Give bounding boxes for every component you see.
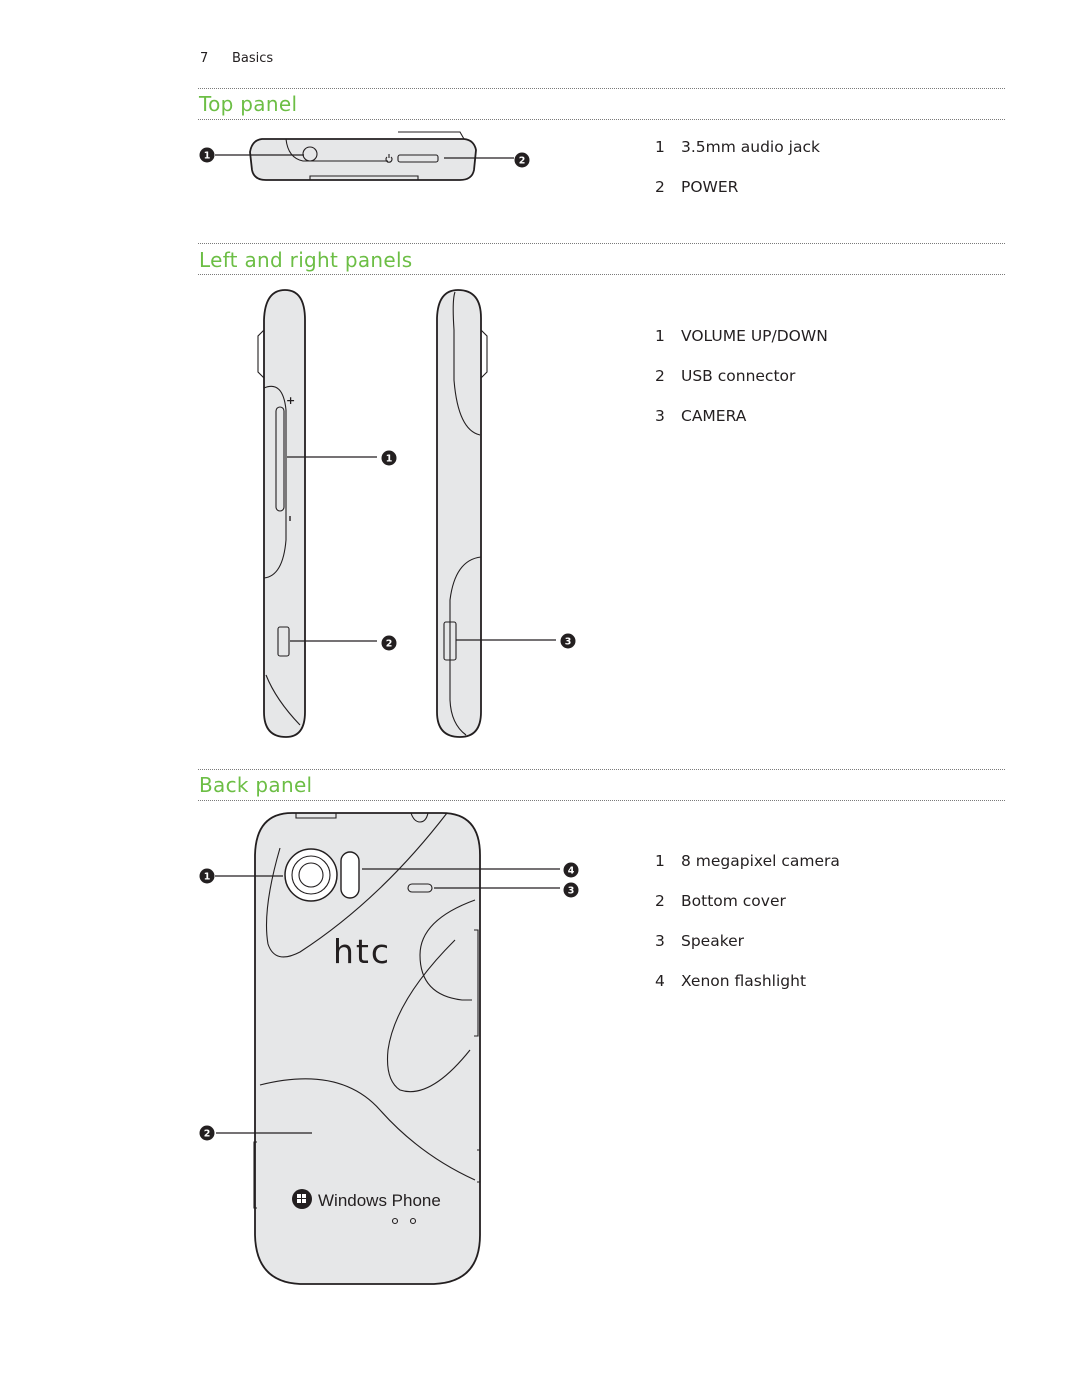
svg-text:3: 3: [565, 637, 572, 648]
callout-back-3: 3: [563, 882, 579, 898]
speaker-grille-icon: [407, 883, 433, 893]
svg-text:1: 1: [204, 151, 211, 162]
left-panel-illustration: + 1 2: [257, 289, 397, 738]
callout-side-1: 1: [381, 450, 397, 466]
section-title-side-panels: Left and right panels: [199, 248, 413, 272]
svg-text:2: 2: [204, 1129, 211, 1140]
svg-text:2: 2: [386, 639, 393, 650]
svg-text:2: 2: [519, 156, 526, 167]
windows-phone-logo: Windows Phone: [292, 1189, 441, 1210]
svg-text:Windows Phone: Windows Phone: [318, 1191, 441, 1210]
section-rule: [198, 119, 1005, 120]
usb-port-icon: [277, 626, 290, 657]
camera-lens-icon: [284, 848, 338, 902]
callout-top-1: 1: [199, 147, 215, 163]
callout-side-3: 3: [560, 633, 576, 649]
section-rule: [198, 769, 1005, 770]
back-panel-illustration: htc Windows Phone 1 4 3 2: [199, 812, 579, 1285]
camera-button-icon: [443, 621, 457, 661]
svg-text:3: 3: [568, 886, 575, 897]
callout-side-2: 2: [381, 635, 397, 651]
htc-logo: htc: [333, 932, 391, 971]
power-button-icon: [397, 154, 439, 163]
section-rule: [198, 274, 1005, 275]
section-rule: [198, 88, 1005, 89]
flashlight-icon: [340, 851, 360, 899]
top-panel-illustration: 1 2: [199, 131, 530, 181]
svg-text:4: 4: [568, 866, 575, 877]
callout-top-2: 2: [514, 152, 530, 168]
callout-back-1: 1: [199, 868, 215, 884]
section-rule: [198, 800, 1005, 801]
page-header: 7 Basics: [200, 51, 273, 66]
section-title-back-panel: Back panel: [199, 773, 313, 797]
page-number: 7: [200, 51, 209, 66]
section-title-top-panel: Top panel: [199, 92, 298, 116]
svg-text:1: 1: [204, 872, 211, 883]
volume-rocker-icon: [275, 406, 285, 512]
volume-plus-label: +: [286, 394, 295, 407]
callout-back-4: 4: [563, 862, 579, 878]
power-icon: [385, 154, 393, 163]
chapter-name: Basics: [232, 51, 274, 66]
section-rule: [198, 243, 1005, 244]
callout-back-2: 2: [199, 1125, 215, 1141]
svg-text:1: 1: [386, 454, 393, 465]
right-panel-illustration: 3: [436, 289, 576, 738]
